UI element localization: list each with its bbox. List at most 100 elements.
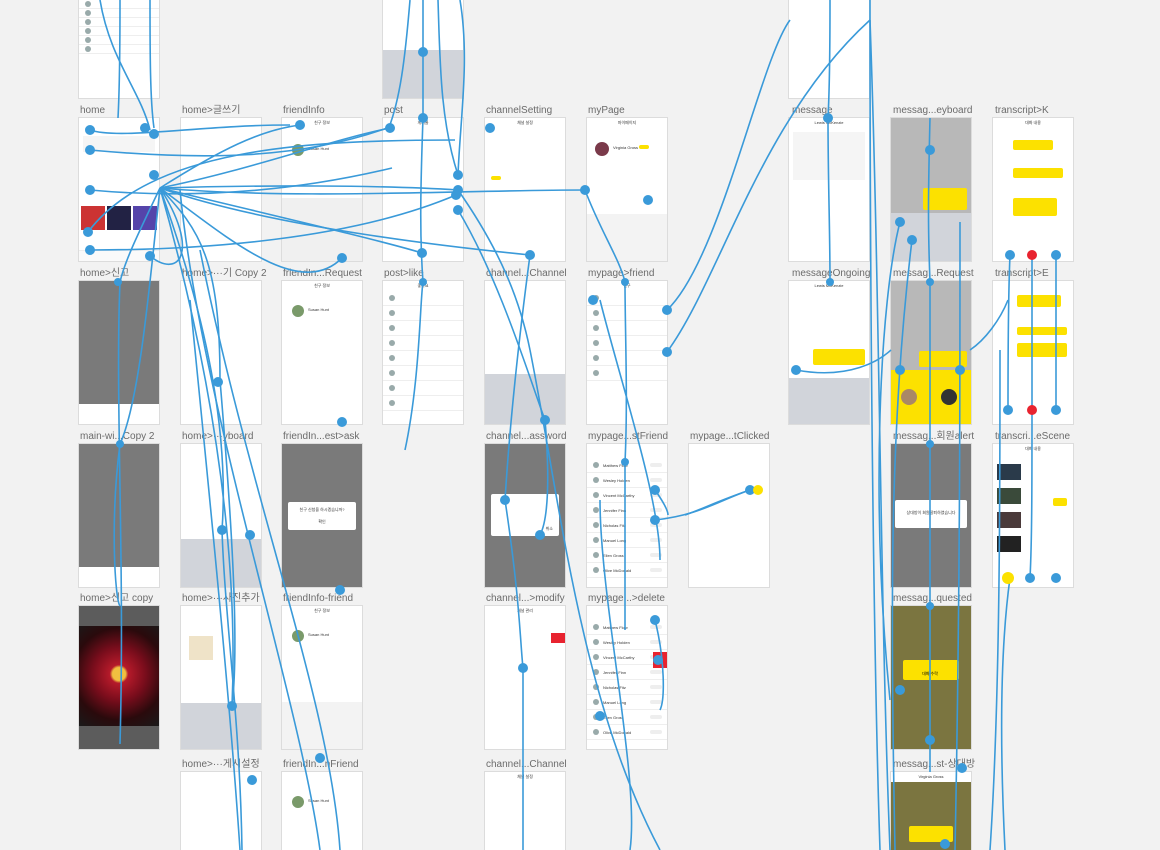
friend-name: Susan Hunt bbox=[308, 307, 329, 312]
friend-request-dialog[interactable]: 친구 신청을 하시겠습니까? 확인 bbox=[288, 502, 356, 530]
artboard-friendFriend[interactable]: 친구 정보 Susan Hunt bbox=[282, 606, 362, 749]
friend-row-name: Olive McDonald bbox=[603, 729, 632, 735]
artboard-label: friendInfo bbox=[283, 105, 325, 116]
dialog-message: 친구 신청을 하시겠습니까? bbox=[299, 507, 345, 512]
artboard-label: home>글쓰기 bbox=[182, 105, 241, 116]
artboard-myPage[interactable]: 마이페이지 Virginia Gross bbox=[587, 118, 667, 261]
friend-info-title: 친구 정보 bbox=[314, 120, 330, 125]
artboard-label: home>···게시설정 bbox=[182, 759, 260, 770]
friend-name: Susan Hunt bbox=[308, 798, 329, 803]
mypage-friend-title: 친구 bbox=[623, 283, 631, 288]
artboard-label: transcript>K bbox=[995, 105, 1049, 116]
artboard-label: messageOngoing bbox=[792, 268, 871, 279]
friend-name: Susan Hunt bbox=[308, 632, 329, 637]
opponent-name: Virginia Gross bbox=[891, 772, 971, 782]
artboard-label: home>···yboard bbox=[182, 431, 254, 442]
channel-setting-title: 채널 설정 bbox=[517, 120, 533, 125]
artboard-reportCopy[interactable] bbox=[79, 606, 159, 749]
artboard-friendRequest[interactable]: 친구 정보 Susan Hunt bbox=[282, 281, 362, 424]
artboard-postLike[interactable]: 좋아요 bbox=[383, 281, 463, 424]
delete-button[interactable] bbox=[551, 633, 565, 643]
artboard-label: friendIn...Request bbox=[283, 268, 362, 279]
artboard-postSetting[interactable] bbox=[181, 772, 261, 850]
alert-message: 상대방이 회원탈퇴하였습니다 bbox=[906, 510, 956, 515]
friend-row-name: Wesley Holden bbox=[603, 477, 630, 483]
artboard-mainCopy2[interactable] bbox=[79, 444, 159, 587]
withdraw-alert[interactable]: 상대방이 회원탈퇴하였습니다 bbox=[895, 500, 967, 528]
artboard-label: channel...>modify bbox=[486, 593, 565, 604]
friend-row-name: Vincent McCarthy bbox=[603, 492, 635, 498]
artboard-msgKeyboard[interactable] bbox=[891, 118, 971, 261]
transcript-scene-title: 대화 내용 bbox=[1025, 446, 1041, 451]
friend-row-name: Ellen Gross bbox=[603, 552, 624, 558]
artboard-msgOpponent[interactable]: Virginia Gross bbox=[891, 772, 971, 850]
avatar bbox=[292, 305, 304, 317]
artboard-channelModify[interactable]: 채널 관리 bbox=[485, 606, 565, 749]
dialog-ok[interactable]: 확인 bbox=[318, 519, 326, 524]
friend-row-name: Manuel Long bbox=[603, 537, 627, 543]
artboard-label: post bbox=[384, 105, 403, 116]
artboard-label: channel...assword bbox=[486, 431, 567, 442]
channel-title: 채널 설정 bbox=[517, 774, 533, 779]
friend-row-name: Olive McDonald bbox=[603, 567, 632, 573]
avatar bbox=[292, 796, 304, 808]
artboard-label: friendInfo-friend bbox=[283, 593, 354, 604]
dialog-cancel[interactable]: 취소 bbox=[545, 526, 553, 531]
friend-row-name: Jennifer Finn bbox=[603, 669, 627, 675]
artboard-label: channel...Channel bbox=[486, 759, 567, 770]
artboard-label: messag...회원alert bbox=[893, 431, 975, 442]
artboard-friendAsk[interactable]: 친구 신청을 하시겠습니까? 확인 bbox=[282, 444, 362, 587]
artboard-msgOngoing[interactable]: Lewis McKenzie bbox=[789, 281, 869, 424]
artboard-msgAlert[interactable]: 상대방이 회원탈퇴하였습니다 bbox=[891, 444, 971, 587]
friend-info-title: 친구 정보 bbox=[314, 608, 330, 613]
friend-row-name: Manuel Long bbox=[603, 699, 627, 705]
artboard-label: main-wi...Copy 2 bbox=[80, 431, 155, 442]
link-hotspots bbox=[83, 47, 1061, 849]
friend-info-title: 친구 정보 bbox=[314, 283, 330, 288]
friend-name: Susan Hunt bbox=[308, 146, 329, 151]
artboard-label: messag...eyboard bbox=[893, 105, 973, 116]
artboard-msgRequest[interactable] bbox=[891, 281, 971, 424]
friend-row-name: Matthew Flow bbox=[603, 462, 628, 468]
link-lines bbox=[87, 0, 1057, 850]
artboard-label: messag...Request bbox=[893, 268, 974, 279]
artboard-label: post>like bbox=[384, 268, 424, 279]
artboard-channelChannel2[interactable]: 채널 설정 bbox=[485, 772, 565, 850]
artboard-photoAdd[interactable] bbox=[181, 606, 261, 749]
artboard-label: mypage...>delete bbox=[588, 593, 665, 604]
mypage-title: 마이페이지 bbox=[617, 120, 637, 125]
artboard-friendNFriend[interactable]: Susan Hunt bbox=[282, 772, 362, 850]
artboard-mypageDelete[interactable]: Matthew Flow Wesley Holden Vincent McCar… bbox=[587, 606, 667, 749]
artboard-label: mypage>friend bbox=[588, 268, 655, 279]
artboard-label: home bbox=[80, 105, 106, 116]
artboard-channelChannel[interactable] bbox=[485, 281, 565, 424]
transcript-title: 대화 내용 bbox=[1025, 120, 1041, 125]
artboard-transcriptScene[interactable]: 대화 내용 bbox=[993, 444, 1073, 587]
artboard-label: home>···사진추가 bbox=[182, 593, 260, 604]
channel-modify-title: 채널 관리 bbox=[517, 608, 533, 613]
artboard-label: home>···기 Copy 2 bbox=[182, 268, 267, 279]
artboard-label: channelSetting bbox=[486, 105, 553, 116]
friend-row-name: Vincent McCarthy bbox=[603, 654, 635, 660]
artboard-mypageClicked[interactable] bbox=[689, 444, 769, 587]
friend-row-name: Jennifer Finn bbox=[603, 507, 627, 513]
avatar bbox=[595, 142, 609, 156]
flower-photo bbox=[79, 626, 159, 726]
artboard-label: message bbox=[792, 105, 833, 116]
artboard-label: home>신고 bbox=[80, 268, 130, 279]
artboard-homeKeyboard[interactable] bbox=[181, 444, 261, 587]
artboard-label: friendIn...nFriend bbox=[283, 759, 359, 770]
friend-row-name: Ellen Gross bbox=[603, 714, 624, 720]
friend-row-name: Matthew Flow bbox=[603, 624, 628, 630]
artboard-transcriptK[interactable]: 대화 내용 bbox=[993, 118, 1073, 261]
artboard-label: transcript>E bbox=[995, 268, 1049, 279]
artboard-write[interactable] bbox=[181, 118, 261, 261]
artboard-label: messag...quested bbox=[893, 593, 972, 604]
call-buttons bbox=[753, 250, 1037, 584]
mypage-name: Virginia Gross bbox=[613, 145, 639, 150]
artboard-label: channel...Channel bbox=[486, 268, 567, 279]
artboard-label: myPage bbox=[588, 105, 625, 116]
artboard-label: messag...st-상대방 bbox=[893, 759, 976, 770]
